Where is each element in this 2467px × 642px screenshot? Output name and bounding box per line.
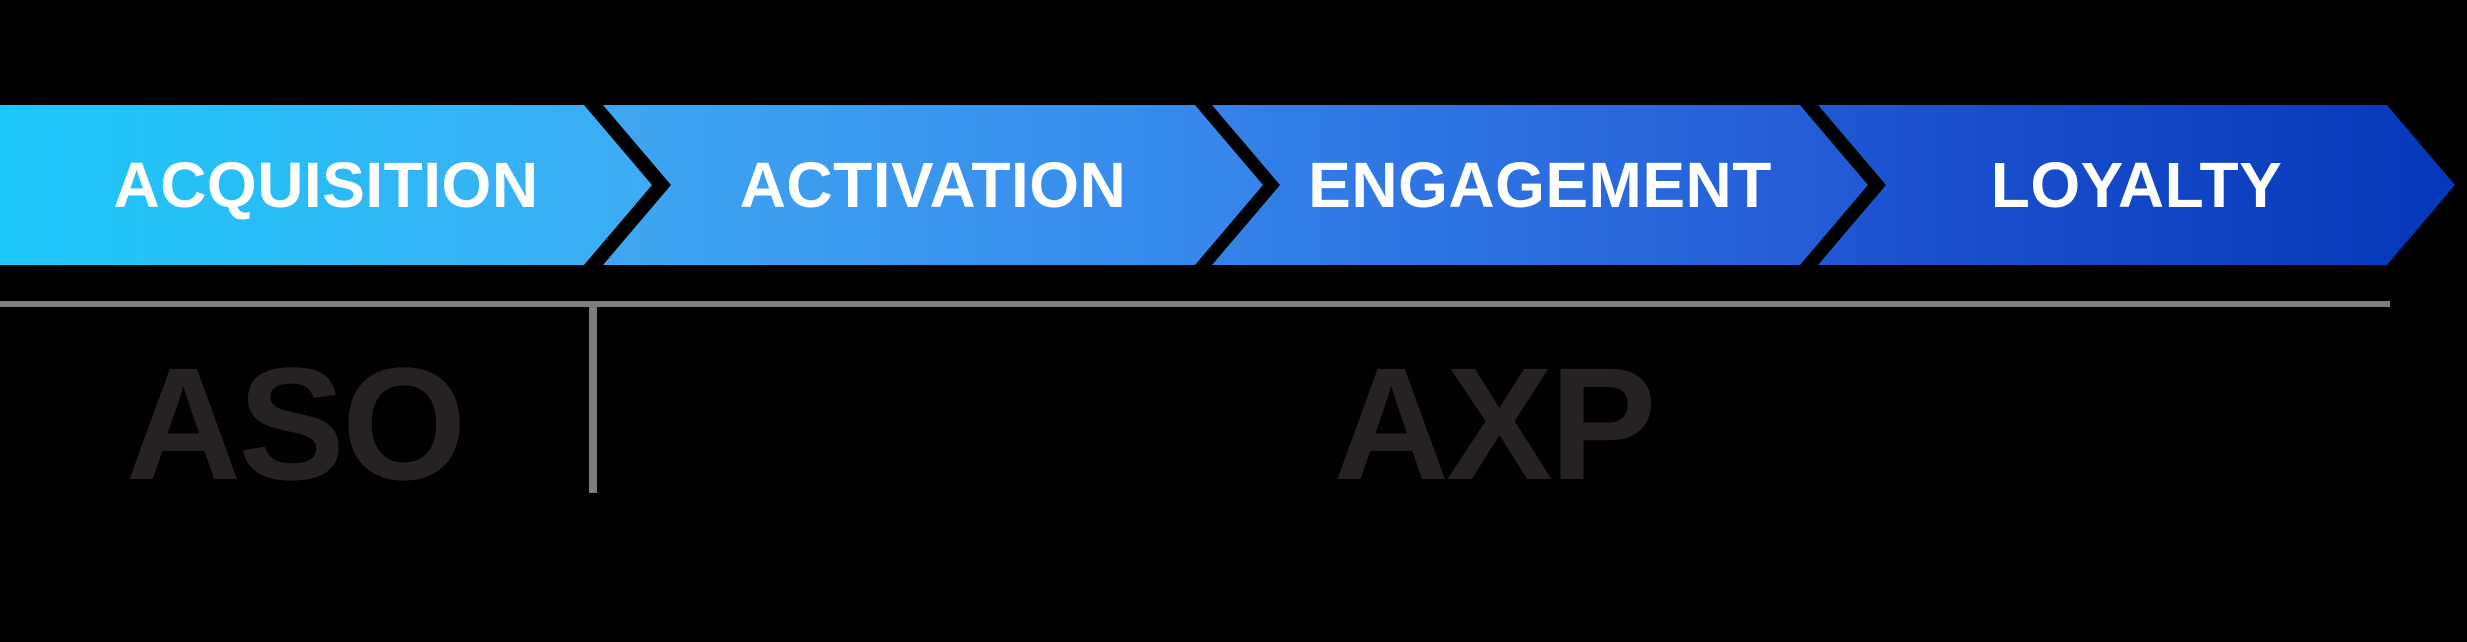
funnel-stage-acquisition: ACQUISITION xyxy=(0,105,652,265)
vertical-divider-line xyxy=(589,307,597,493)
funnel-band: ACQUISITION ACTIVATION ENGAGEMENT LOYALT… xyxy=(0,105,2467,265)
stage-label-acquisition: ACQUISITION xyxy=(113,149,539,221)
zone-label-aso: ASO xyxy=(125,334,467,513)
stage-label-loyalty: LOYALTY xyxy=(1990,149,2283,221)
horizontal-divider-line xyxy=(0,301,2390,307)
funnel-stage-activation: ACTIVATION xyxy=(603,105,1263,265)
stage-label-activation: ACTIVATION xyxy=(739,149,1127,221)
funnel-stage-loyalty: LOYALTY xyxy=(1818,105,2455,265)
funnel-stage-engagement: ENGAGEMENT xyxy=(1212,105,1868,265)
zone-label-axp: AXP xyxy=(1333,334,1657,513)
stage-label-engagement: ENGAGEMENT xyxy=(1308,149,1772,221)
